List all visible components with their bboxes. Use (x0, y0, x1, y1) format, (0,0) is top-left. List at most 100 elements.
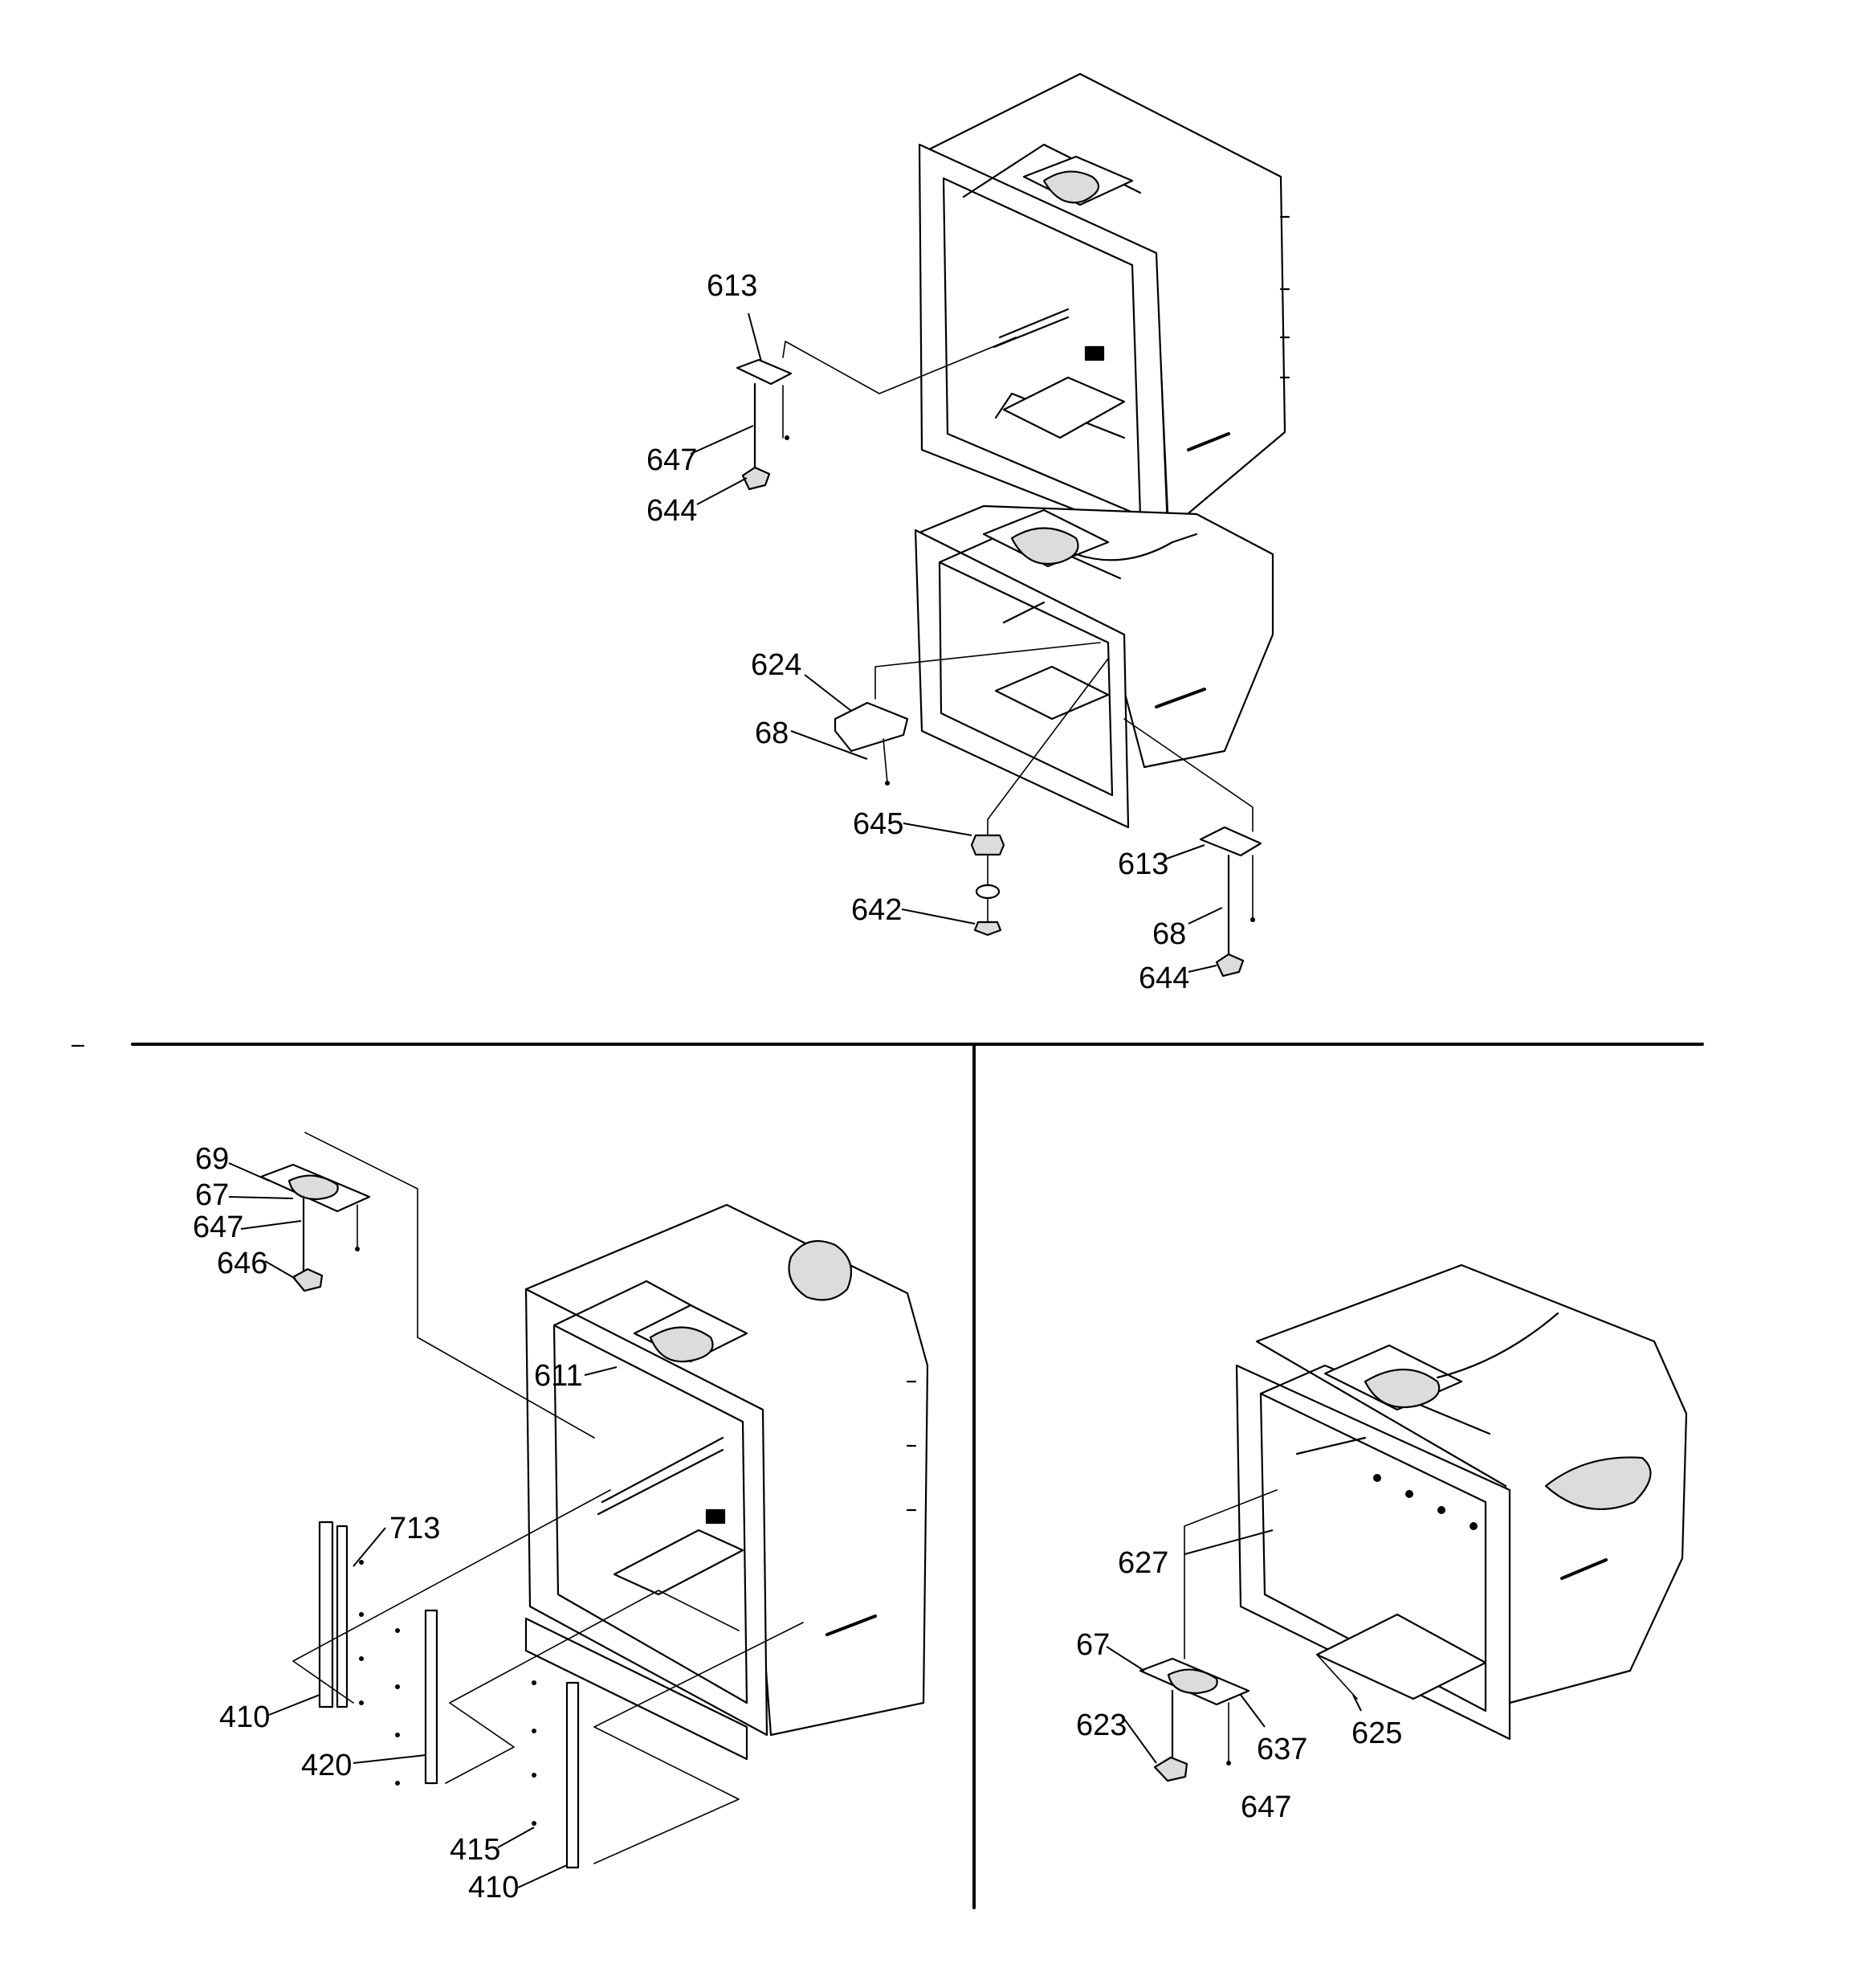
leaders-left (228, 1162, 618, 1888)
label-410-lower: 410 (468, 1871, 519, 1904)
leader-68a (790, 730, 868, 760)
leader-420 (353, 1754, 426, 1764)
left-rail (597, 1448, 724, 1516)
screw (1437, 1506, 1445, 1514)
screw (359, 1612, 364, 1617)
label-644-lower: 644 (1139, 961, 1189, 995)
label-647-left: 647 (193, 1210, 243, 1244)
assembly-line-rail-d (445, 1702, 515, 1784)
leader-625 (1352, 1694, 1362, 1712)
leader-644b (1188, 965, 1217, 973)
screw (359, 1656, 364, 1661)
label-625: 625 (1351, 1717, 1402, 1750)
right-top-hinge (1364, 1369, 1441, 1409)
leader-623 (1123, 1718, 1157, 1764)
screw (395, 1733, 400, 1737)
assembly-line-rail-a (292, 1489, 611, 1662)
hinge-pin-644b (1215, 953, 1245, 978)
part-67-group (1139, 1489, 1358, 1782)
label-69: 69 (195, 1142, 229, 1176)
hinge-pin-644 (741, 466, 771, 491)
left-vent-grille (705, 1508, 726, 1525)
leader-67 (228, 1196, 294, 1199)
part-624 (834, 642, 1101, 786)
screw (1470, 1522, 1478, 1530)
freezer-liner-left (524, 1203, 929, 1761)
leader-410b (517, 1864, 568, 1888)
label-644-upper: 644 (646, 494, 697, 528)
assembly-line-67 (1184, 1489, 1278, 1659)
rail-713 (336, 1525, 349, 1708)
leader-410a (268, 1694, 320, 1716)
leader-644a (696, 477, 748, 505)
left-top-hinge (649, 1326, 714, 1363)
hinge-67 (287, 1174, 339, 1201)
left-liner-opening (552, 1324, 748, 1704)
upper-vent-grille (1084, 345, 1105, 361)
label-646: 646 (217, 1247, 267, 1280)
hinge-67-right (1167, 1668, 1218, 1695)
screw-leader (883, 738, 888, 784)
leader-637 (1240, 1694, 1266, 1728)
lower-compartment-liner (914, 504, 1274, 829)
label-68-upper: 68 (755, 716, 789, 750)
label-647-upper: 647 (646, 443, 697, 477)
left-control-panel (788, 1239, 853, 1301)
right-liner-floor-recess (1315, 1613, 1487, 1700)
upper-liner-floor-recess (1002, 376, 1126, 439)
leaders-right (1106, 1529, 1362, 1764)
label-637: 637 (1257, 1733, 1307, 1766)
leader-627 (1184, 1529, 1274, 1555)
label-645: 645 (853, 807, 903, 841)
part-645-642 (970, 658, 1109, 937)
hinge-bracket-613b (1199, 826, 1262, 857)
assembly-line-rail-c (449, 1590, 740, 1704)
label-613-upper: 613 (707, 269, 757, 303)
assembly-line-rail-e (593, 1622, 804, 1864)
left-bottom-trim (524, 1617, 748, 1761)
label-410-upper: 410 (219, 1700, 270, 1734)
lower-rail (1002, 601, 1046, 624)
washer (975, 884, 1001, 900)
upper-side-slot (1187, 432, 1230, 451)
right-side-slot (1560, 1558, 1608, 1580)
leader-611 (584, 1366, 618, 1376)
assembly-line-613 (782, 337, 1017, 394)
panel-dividers (71, 1043, 1704, 1909)
screw-dot (885, 781, 890, 786)
label-647-right: 647 (1241, 1790, 1291, 1824)
screw (395, 1684, 400, 1689)
leader-642 (901, 908, 976, 925)
screw (1405, 1490, 1413, 1498)
hinge-pin-646 (291, 1268, 324, 1292)
leader-645 (903, 823, 972, 836)
lower-liner-floor-recess (994, 665, 1110, 720)
leader-613a (748, 312, 762, 362)
lower-wire-harness (1074, 533, 1198, 561)
lower-top-hinge (1010, 527, 1079, 565)
label-624: 624 (751, 648, 801, 682)
lower-side-slot (1155, 688, 1206, 708)
hinge-cover-624 (834, 701, 909, 753)
assembly-line-613b (1123, 718, 1254, 832)
part-69-group (259, 1132, 595, 1439)
left-side-slot (826, 1614, 877, 1636)
screw (1373, 1474, 1381, 1482)
rail-410-lower (565, 1681, 580, 1869)
upper-rail (993, 316, 1070, 349)
screw (532, 1821, 536, 1826)
screw (359, 1560, 364, 1565)
rails-group (292, 1489, 804, 1869)
leader-647 (240, 1220, 302, 1230)
assembly-line-645b (987, 658, 1109, 820)
label-623: 623 (1076, 1708, 1127, 1742)
label-67-right: 67 (1076, 1628, 1110, 1662)
assembly-line-rail-b (292, 1660, 354, 1704)
screw-dot (785, 435, 789, 440)
labels-right: 627 67 623 637 647 625 (1076, 1546, 1402, 1824)
leader-613b (1164, 844, 1205, 860)
label-713: 713 (389, 1512, 440, 1545)
leader-68b (1188, 907, 1223, 925)
